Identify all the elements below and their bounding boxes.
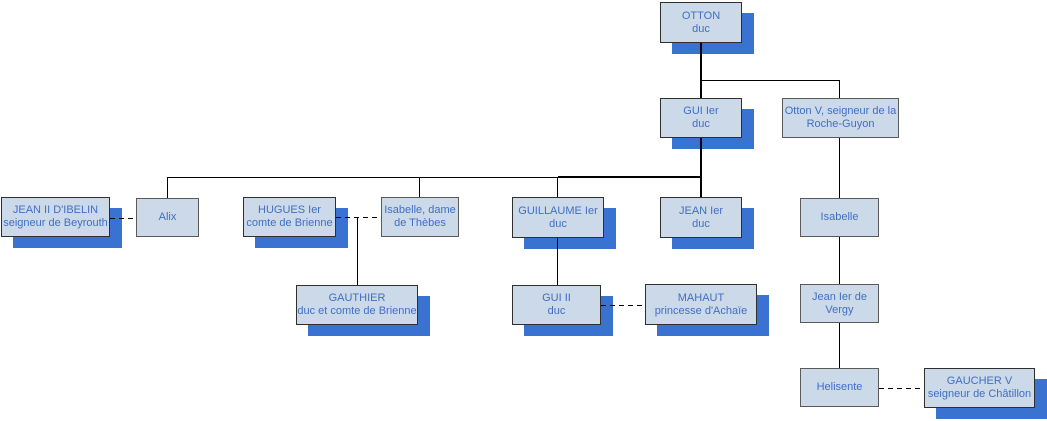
connector-line <box>557 238 558 285</box>
tree-node-label: de Thèbes <box>394 217 446 229</box>
connector-line <box>167 178 168 198</box>
tree-node-label: duc <box>692 118 710 130</box>
tree-node-label: Alix <box>158 211 177 223</box>
tree-node-label: princesse d'Achaïe <box>654 304 748 317</box>
tree-node-isabelle: Isabelle <box>800 198 879 237</box>
tree-node-label: GAUTHIER <box>328 292 386 304</box>
marriage-dashed-line <box>336 217 381 218</box>
connector-line <box>839 322 840 368</box>
marriage-dashed-line <box>110 218 136 219</box>
tree-node-label: GUI Ier <box>683 105 719 117</box>
connector-line <box>419 178 420 197</box>
connector-line <box>839 138 840 198</box>
tree-node-label: JEAN Ier <box>678 204 723 217</box>
tree-node-label: Helisente <box>816 381 863 393</box>
tree-node-label: GUILLAUME Ier <box>518 204 598 217</box>
connector-line <box>839 237 840 284</box>
tree-node-label: Isabelle <box>820 211 859 223</box>
tree-node-label: seigneur de Châtillon <box>927 388 1032 400</box>
tree-node-label: OTTON <box>681 9 721 22</box>
connector-line <box>701 80 840 81</box>
tree-node-label: seigneur de Beyrouth <box>3 217 108 229</box>
connector-line <box>700 138 702 197</box>
tree-node-label: comte de Brienne <box>246 217 333 229</box>
tree-node-label: HUGUES Ier <box>258 204 321 216</box>
tree-node-label: duc <box>547 305 566 317</box>
connector-line <box>558 176 702 178</box>
tree-node-label: GAUCHER V <box>946 375 1013 387</box>
tree-node-label: JEAN II D'IBELIN <box>12 204 99 216</box>
connector-line <box>557 178 558 197</box>
tree-node-alix: Alix <box>136 198 199 237</box>
connector-line <box>839 80 840 98</box>
tree-node-label: Roche-Guyon <box>806 118 875 130</box>
tree-node-label: duc et comte de Brienne <box>297 305 417 317</box>
tree-node-label: GUI II <box>542 292 571 304</box>
connector-line <box>167 177 702 178</box>
tree-node-label: MAHAUT <box>677 291 725 304</box>
connector-line <box>357 218 358 285</box>
tree-node-label: Otton V, seigneur de la <box>784 105 897 117</box>
tree-node-label: duc <box>549 217 567 230</box>
connector-line <box>700 43 702 98</box>
marriage-dashed-line <box>879 388 924 389</box>
marriage-dashed-line <box>601 305 645 306</box>
tree-node-label: duc <box>692 217 710 230</box>
tree-node-label: Isabelle, dame <box>384 204 456 216</box>
tree-node-label: duc <box>692 22 710 35</box>
tree-node-label: Jean Ier de <box>811 290 868 303</box>
tree-node-helisente: Helisente <box>800 368 879 407</box>
tree-node-label: Vergy <box>825 303 854 316</box>
